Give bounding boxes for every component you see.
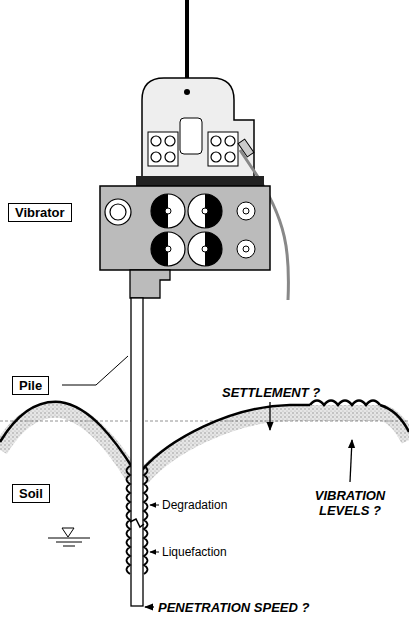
shackle (184, 89, 190, 95)
elastomer-band (136, 176, 264, 186)
spring-pack (148, 132, 178, 166)
question-callout: VIBRATION LEVELS ? (294, 488, 406, 518)
question-callout: PENETRATION SPEED ? (158, 600, 309, 615)
vibrator-body (100, 186, 270, 270)
vibration-arrow (350, 440, 352, 482)
ground-surface (142, 405, 310, 470)
question-callout: SETTLEMENT ? (222, 385, 320, 400)
soil-band (142, 413, 409, 478)
part-label: Soil (19, 486, 43, 501)
part-label: Pile (19, 378, 42, 393)
leader-arrow (150, 505, 159, 506)
process-label: Liquefaction (162, 545, 227, 559)
pile-shaft (131, 298, 143, 606)
housing-slot (180, 118, 202, 154)
motor (105, 199, 131, 225)
label-box: Soil (12, 484, 50, 503)
hose-fitting (238, 139, 254, 157)
leader-arrow (145, 606, 154, 607)
leader-line (62, 356, 128, 385)
label-box: Pile (12, 376, 49, 395)
ground-surface (0, 402, 134, 470)
process-label: Degradation (162, 498, 227, 512)
leader-arrow (150, 552, 159, 553)
part-label: Vibrator (15, 205, 65, 220)
label-box: Vibrator (8, 203, 72, 222)
original-ground-level (0, 421, 409, 422)
soil-band (0, 410, 134, 478)
crane-cable (185, 0, 189, 80)
spring-pack (208, 132, 238, 166)
eccentric-masses (151, 194, 222, 266)
water-table (48, 528, 90, 546)
pile-break (130, 519, 144, 527)
bearings (237, 202, 255, 258)
disturbed-soil (127, 466, 148, 574)
suppressor-housing (142, 78, 254, 178)
springs (151, 136, 235, 162)
clamp (130, 270, 170, 298)
surface-waves (310, 401, 380, 406)
settlement-arrow (269, 402, 270, 430)
ground-surface (380, 405, 409, 432)
